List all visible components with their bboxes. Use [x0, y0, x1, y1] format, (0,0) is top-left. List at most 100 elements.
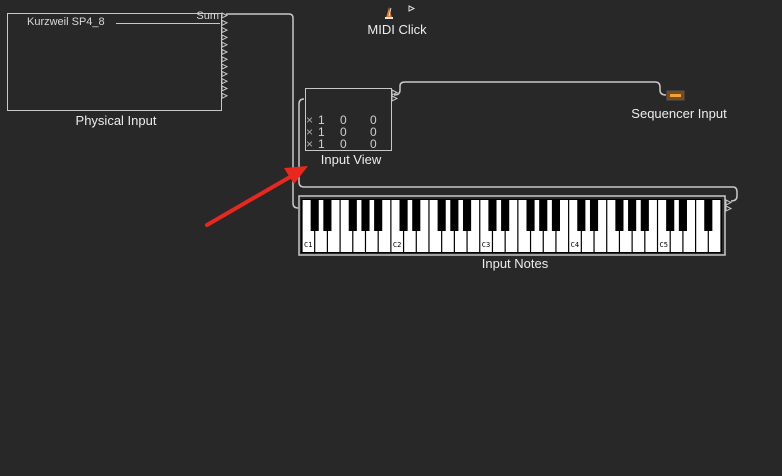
white-key — [518, 200, 530, 252]
outlet-icon — [221, 77, 229, 85]
octave-label: C2 — [393, 241, 401, 249]
input-view-value: 1 — [318, 137, 325, 151]
black-key — [412, 200, 421, 231]
sequencer-input-label: Sequencer Input — [631, 106, 727, 121]
white-key — [315, 200, 327, 252]
black-key — [374, 200, 383, 231]
input-view-label: Input View — [320, 152, 382, 167]
black-key — [526, 200, 535, 231]
outlet-icon — [221, 55, 229, 63]
white-key — [670, 200, 683, 252]
white-key — [632, 200, 645, 252]
white-key — [366, 200, 378, 252]
white-key — [581, 200, 594, 252]
white-key — [467, 200, 480, 252]
black-key — [450, 200, 459, 231]
input-notes-frame[interactable] — [298, 195, 726, 256]
outlet-icon — [221, 41, 229, 49]
white-key — [594, 200, 607, 252]
input-view-value: 0 — [340, 113, 347, 127]
white-key — [404, 200, 416, 252]
white-key — [416, 200, 429, 252]
black-key — [666, 200, 675, 231]
mute-x-icon[interactable]: × — [306, 125, 314, 139]
mute-x-icon[interactable]: × — [306, 113, 314, 127]
outlet-icon — [221, 70, 229, 78]
white-key — [353, 200, 365, 252]
octave-label: C4 — [571, 241, 579, 249]
input-notes-label: Input Notes — [481, 256, 549, 271]
cable-physical-to-notes — [226, 13, 299, 209]
input-view-value: 1 — [318, 113, 325, 127]
black-key — [310, 200, 319, 231]
input-view-row: × 1 0 0 — [306, 125, 382, 139]
white-key — [607, 200, 619, 252]
physical-input-outlets[interactable] — [221, 12, 229, 100]
input-view-value: 0 — [340, 125, 347, 139]
white-key — [493, 200, 505, 252]
outlet-icon — [221, 63, 229, 70]
sum-label: Sum — [196, 10, 219, 22]
outlet-icon — [221, 12, 229, 19]
outlet-icon — [221, 85, 229, 92]
black-key — [348, 200, 357, 231]
white-key — [645, 200, 657, 252]
black-key — [615, 200, 624, 231]
physical-input-label: Physical Input — [75, 113, 157, 128]
port-label: Kurzweil SP4_8 — [27, 16, 105, 28]
input-view-value: 0 — [370, 125, 377, 139]
midi-click-label[interactable]: MIDI Click — [367, 22, 427, 37]
black-key — [437, 200, 446, 231]
white-key — [480, 200, 492, 252]
black-key — [640, 200, 649, 231]
outlet-icon — [221, 26, 229, 34]
input-view-value: 1 — [318, 125, 325, 139]
octave-label: C3 — [482, 241, 490, 249]
black-key — [323, 200, 332, 231]
white-key — [531, 200, 543, 252]
white-key — [620, 200, 632, 252]
red-arrow — [205, 166, 308, 227]
black-key — [462, 200, 472, 231]
input-view-outlets[interactable] — [391, 89, 399, 102]
input-view-row: × 1 0 0 — [306, 113, 382, 127]
cable-view-to-sequencer — [393, 81, 667, 96]
white-key — [302, 200, 315, 252]
cable-notes-to-view — [298, 98, 738, 202]
black-key — [488, 200, 497, 231]
sequencer-input-icon — [666, 90, 685, 101]
octave-label: C5 — [660, 241, 668, 249]
white-key — [327, 200, 340, 252]
white-key — [454, 200, 467, 252]
black-key — [704, 200, 713, 231]
outlet-icon — [221, 19, 229, 27]
input-notes-outlets[interactable] — [725, 199, 733, 212]
black-key — [539, 200, 548, 231]
black-key — [551, 200, 561, 231]
port-line — [116, 23, 220, 24]
input-view-value: 0 — [370, 113, 377, 127]
black-key — [361, 200, 370, 231]
white-key — [442, 200, 454, 252]
white-key — [505, 200, 518, 252]
octave-label: C1 — [304, 241, 312, 249]
outlet-icon — [221, 48, 229, 56]
black-key — [628, 200, 637, 231]
midi-click-outlet-icon[interactable] — [408, 5, 416, 12]
white-key — [543, 200, 556, 252]
black-key — [399, 200, 408, 231]
mute-x-icon[interactable]: × — [306, 137, 314, 151]
metronome-icon — [385, 7, 393, 19]
outlet-icon — [221, 34, 229, 41]
keyboard[interactable]: C1 C2 C3 C4 C5 — [301, 199, 722, 253]
white-key — [708, 200, 721, 252]
outlet-icon — [221, 92, 229, 100]
black-key — [678, 200, 687, 231]
white-key — [340, 200, 353, 252]
white-key — [658, 200, 670, 252]
physical-input-object[interactable]: Kurzweil SP4_8 Sum — [7, 10, 222, 111]
white-key — [569, 200, 581, 252]
